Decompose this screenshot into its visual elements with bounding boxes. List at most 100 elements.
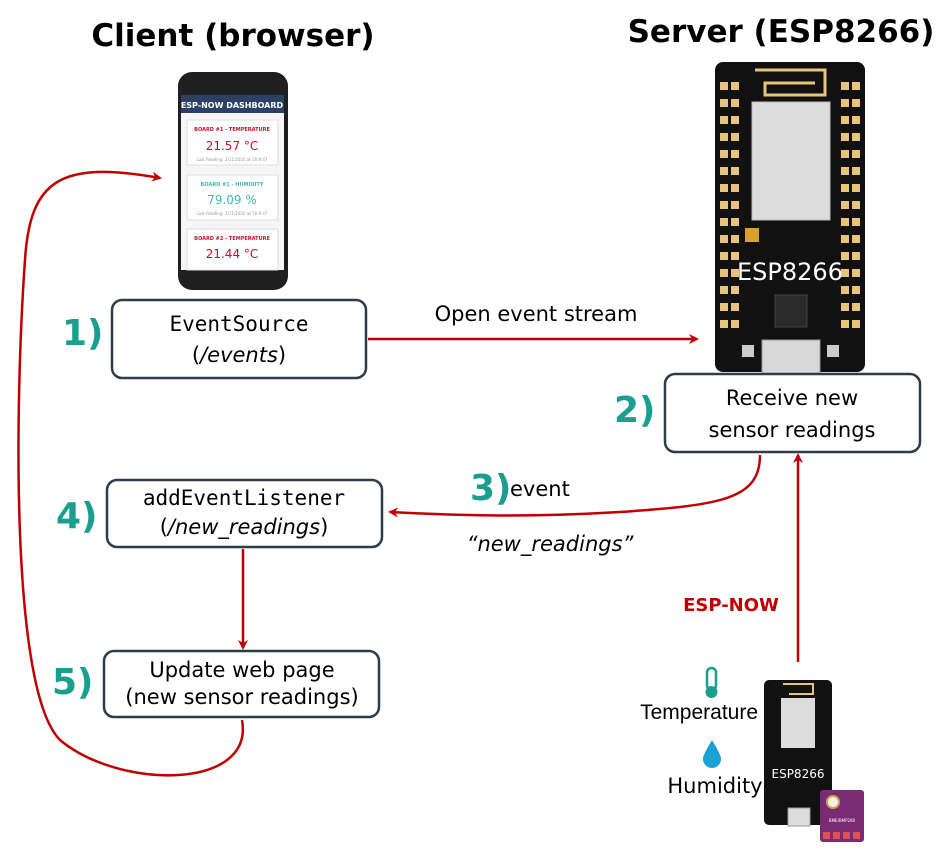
board-pin [841, 235, 849, 243]
loop-back-arrow [17, 170, 245, 777]
board-pin [841, 133, 849, 141]
board-pin [852, 82, 860, 90]
board-pin [720, 167, 728, 175]
temperature-label: Temperature [640, 701, 758, 724]
board-pin [731, 303, 739, 311]
event-label: event [510, 477, 570, 501]
receive-readings-box [663, 372, 922, 454]
board-pin [731, 116, 739, 124]
board-pin [841, 269, 849, 277]
board-pin [841, 150, 849, 158]
open-stream-label: Open event stream [435, 302, 638, 326]
esp8266-sensor-board: ESP8266 [764, 680, 832, 827]
server-title: Server (ESP8266) [628, 14, 935, 50]
step-1-number: 1) [62, 313, 104, 354]
board-pin [731, 150, 739, 158]
board-pin [720, 218, 728, 226]
events-path: (/events) [192, 343, 286, 367]
card-label: BOARD #1 - HUMIDITY [201, 182, 264, 188]
board-pin [852, 320, 860, 328]
board-pin [720, 82, 728, 90]
board-pin [841, 303, 849, 311]
board-pin [731, 269, 739, 277]
esp-now-label: ESP-NOW [683, 595, 779, 616]
update-line2: (new sensor readings) [125, 685, 358, 709]
board-pin [731, 201, 739, 209]
board-pin [720, 201, 728, 209]
add-event-listener-label: addEventListener [143, 486, 345, 510]
update-line1: Update web page [149, 658, 334, 682]
board-pin [841, 184, 849, 192]
receive-line2: sensor readings [709, 418, 876, 442]
board-pin [731, 82, 739, 90]
bme280-sensor: BME/BMP280 [820, 790, 864, 842]
board-pin [852, 99, 860, 107]
board-pin [731, 167, 739, 175]
water-drop-icon [703, 740, 721, 768]
board-pin [731, 99, 739, 107]
board-pin [852, 286, 860, 294]
sensor-board-label: ESP8266 [772, 767, 825, 781]
board-pin [720, 116, 728, 124]
board-pin [841, 218, 849, 226]
phone-header: ESP-NOW DASHBOARD [181, 101, 284, 110]
board-pin [841, 167, 849, 175]
board-pin [731, 252, 739, 260]
step-3-number: 3) [470, 468, 512, 509]
board-pin [852, 133, 860, 141]
board-pin [720, 99, 728, 107]
eventsource-box [110, 298, 368, 380]
board-pin [841, 116, 849, 124]
board-pin [731, 235, 739, 243]
event-arrow [388, 454, 762, 518]
board-pin [852, 201, 860, 209]
board-pin [720, 303, 728, 311]
board-pin [720, 184, 728, 192]
board-pin [852, 184, 860, 192]
board-pin [841, 201, 849, 209]
board-pin [841, 82, 849, 90]
board-pin [720, 252, 728, 260]
sensor-chip-label: BME/BMP280 [829, 818, 856, 823]
board-pin [731, 320, 739, 328]
phone-dashboard: ESP-NOW DASHBOARD BOARD #1 - TEMPERATURE… [178, 72, 288, 290]
board-pin [720, 320, 728, 328]
board-pin [720, 150, 728, 158]
board-pin [852, 252, 860, 260]
server-board-label: ESP8266 [737, 258, 843, 286]
board-pin [852, 167, 860, 175]
client-title: Client (browser) [91, 18, 374, 54]
board-pin [841, 252, 849, 260]
step-5-number: 5) [52, 662, 94, 703]
board-pin [852, 269, 860, 277]
board-pin [720, 133, 728, 141]
board-pin [841, 99, 849, 107]
board-pin [720, 235, 728, 243]
receive-line1: Receive new [726, 386, 858, 410]
new-readings-path: (/new_readings) [160, 515, 329, 540]
add-event-listener-box [105, 478, 384, 549]
card-reading: Last Reading: 2/11/2020 at 16:9:47 [197, 211, 268, 216]
board-pin [720, 286, 728, 294]
board-pin [731, 133, 739, 141]
card-value: 21.44 °C [206, 247, 259, 261]
card-value: 21.57 °C [206, 139, 259, 153]
board-pin [731, 218, 739, 226]
thermometer-icon [705, 666, 718, 698]
card-reading: Last Reading: 2/11/2020 at 16:9:47 [197, 157, 268, 162]
card-label: BOARD #1 - TEMPERATURE [194, 127, 270, 133]
board-pin [841, 320, 849, 328]
board-pin [841, 286, 849, 294]
board-pin [852, 218, 860, 226]
board-pin [731, 184, 739, 192]
board-pin [720, 269, 728, 277]
update-page-box [102, 649, 381, 719]
new-readings-label: “new_readings” [467, 532, 635, 557]
step-2-number: 2) [614, 390, 656, 431]
card-label: BOARD #2 - TEMPERATURE [194, 236, 270, 242]
board-pin [852, 303, 860, 311]
board-pin [852, 116, 860, 124]
step-4-number: 4) [56, 496, 98, 537]
board-pin [852, 150, 860, 158]
